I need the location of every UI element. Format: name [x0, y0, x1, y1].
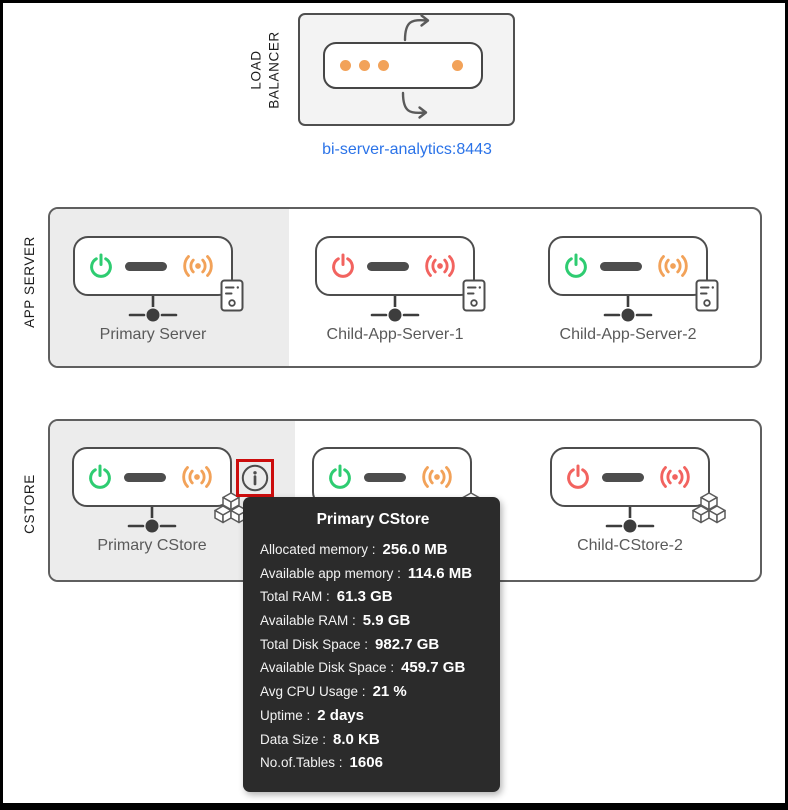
stat-value: 459.7 GB	[401, 659, 466, 677]
server-name-label: Child-App-Server-2	[559, 326, 697, 343]
server-card[interactable]	[315, 236, 475, 296]
power-icon	[88, 253, 114, 279]
package-icon	[692, 492, 726, 527]
server-widget-child-app-server-1[interactable]: Child-App-Server-1	[315, 236, 475, 346]
stat-value: 256.0 MB	[382, 541, 448, 558]
stat-label: Allocated memory :	[260, 542, 376, 557]
broadcast-icon	[417, 464, 457, 490]
server-stats-tooltip: Primary CStore Allocated memory : 256.0 M…	[243, 497, 500, 792]
stat-value: 982.7 GB	[375, 635, 440, 653]
tooltip-row: Uptime : 2 days	[260, 706, 486, 725]
server-name-label: Primary Server	[99, 326, 207, 343]
lb-dot-1	[340, 60, 351, 71]
server-tower-icon	[462, 279, 486, 312]
server-card[interactable]	[550, 447, 710, 507]
stat-value: 8.0 KB	[333, 730, 380, 748]
server-card[interactable]	[548, 236, 708, 296]
tooltip-row: No.of.Tables : 1606	[260, 753, 486, 772]
network-node-icon	[120, 507, 184, 535]
power-icon	[87, 464, 113, 490]
broadcast-icon	[655, 464, 695, 490]
info-icon	[241, 464, 269, 492]
power-icon	[565, 464, 591, 490]
broadcast-icon	[177, 464, 217, 490]
server-card[interactable]	[73, 236, 233, 296]
status-dash	[602, 472, 644, 482]
app-server-section: Primary Server Child-App-Server-1 Child-…	[48, 207, 762, 368]
tooltip-row: Avg CPU Usage : 21 %	[260, 682, 486, 701]
network-node-icon	[596, 296, 660, 324]
tooltip-row: Available RAM : 5.9 GB	[260, 611, 486, 630]
status-dash	[364, 472, 406, 482]
tooltip-row: Available Disk Space : 459.7 GB	[260, 658, 486, 677]
tooltip-title: Primary CStore	[316, 511, 430, 528]
broadcast-icon	[178, 253, 218, 279]
server-name-label: Child-App-Server-1	[326, 326, 464, 343]
load-balancer-label-line1: LOAD	[248, 50, 264, 90]
load-balancer-label-line2: BALANCER	[266, 31, 281, 109]
status-dash	[600, 261, 642, 271]
tooltip-row: Data Size : 8.0 KB	[260, 730, 486, 749]
server-card[interactable]	[72, 447, 232, 507]
tooltip-row: Total Disk Space : 982.7 GB	[260, 635, 486, 654]
power-icon	[563, 253, 589, 279]
stat-label: Data Size :	[260, 731, 327, 747]
cstore-section-label: CSTORE	[22, 474, 38, 534]
network-node-icon	[121, 296, 185, 324]
stat-value: 1606	[349, 754, 383, 772]
network-node-icon	[363, 296, 427, 324]
app-server-section-label: APP SERVER	[22, 236, 38, 328]
tooltip-row: Total RAM : 61.3 GB	[260, 587, 486, 606]
server-widget-child-app-server-2[interactable]: Child-App-Server-2	[548, 236, 708, 346]
server-widget-primary-cstore[interactable]: Primary CStore	[72, 447, 232, 557]
stat-value: 114.6 MB	[407, 564, 473, 582]
cycle-arrow-bottom-icon	[396, 90, 432, 120]
load-balancer-node	[323, 42, 483, 89]
server-tower-icon	[695, 279, 719, 312]
info-button[interactable]	[236, 459, 274, 497]
server-name-label: Primary CStore	[97, 537, 207, 554]
load-balancer-section-label: LOAD BALANCER	[247, 31, 282, 109]
tooltip-row: Available app memory : 114.6 MB	[260, 564, 486, 583]
stat-value: 21 %	[372, 683, 407, 701]
lb-dot-4	[452, 60, 463, 71]
lb-dot-3	[378, 60, 389, 71]
stat-label: Avg CPU Usage :	[260, 684, 366, 700]
server-tower-icon	[220, 279, 244, 312]
lb-dot-2	[359, 60, 370, 71]
status-dash	[124, 472, 166, 482]
stat-value: 2 days	[317, 706, 364, 724]
stat-label: Total RAM :	[260, 589, 330, 605]
stat-label: Total Disk Space :	[260, 636, 369, 652]
server-widget-child-cstore-2[interactable]: Child-CStore-2	[550, 447, 710, 557]
stat-label: Available Disk Space :	[260, 660, 395, 676]
stat-value: 61.3 GB	[336, 588, 393, 606]
stat-label: Available app memory :	[260, 565, 401, 581]
power-icon	[330, 253, 356, 279]
broadcast-icon	[420, 253, 460, 279]
broadcast-icon	[653, 253, 693, 279]
network-node-icon	[598, 507, 662, 535]
stat-label: Uptime :	[260, 707, 311, 723]
stat-label: Available RAM :	[260, 613, 356, 629]
load-balancer-url-link[interactable]: bi-server-analytics:8443	[322, 141, 492, 158]
status-dash	[125, 261, 167, 271]
tooltip-row: Allocated memory : 256.0 MB	[260, 540, 486, 559]
status-dash	[367, 261, 409, 271]
stat-label: No.of.Tables :	[260, 755, 343, 771]
power-icon	[327, 464, 353, 490]
stat-value: 5.9 GB	[362, 612, 411, 630]
server-name-label: Child-CStore-2	[577, 537, 683, 554]
server-widget-primary-server[interactable]: Primary Server	[73, 236, 233, 346]
cycle-arrow-top-icon	[398, 13, 434, 43]
